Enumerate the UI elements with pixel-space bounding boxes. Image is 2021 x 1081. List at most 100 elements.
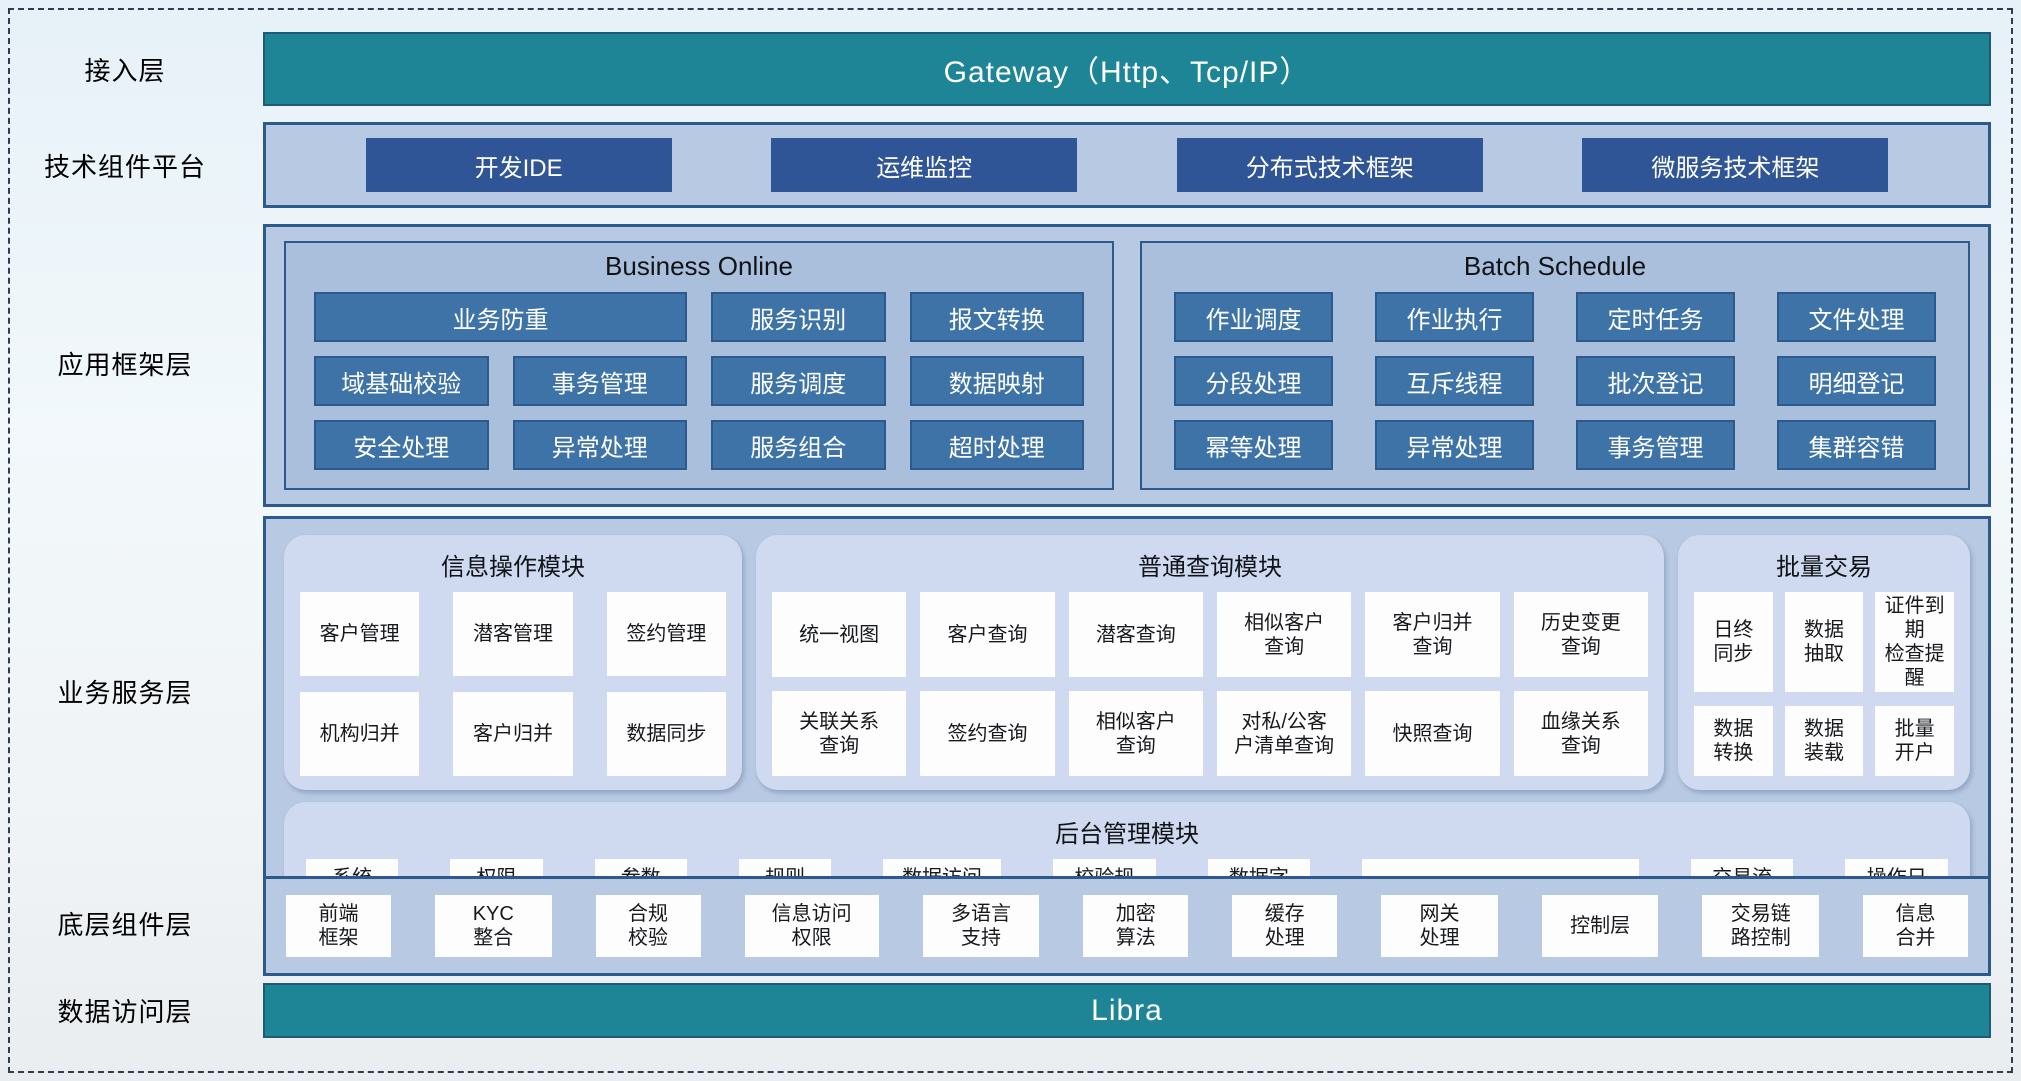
batch-transaction-item: 数据 装载 (1784, 706, 1864, 776)
business-online-item: 异常处理 (512, 420, 687, 470)
tech-platform-item: 微服务技术框架 (1582, 138, 1889, 192)
batch-transaction-item: 数据 抽取 (1784, 592, 1864, 692)
info-operation-item: 数据同步 (606, 692, 726, 776)
common-query-title: 普通查询模块 (1138, 554, 1282, 581)
gateway-bar: Gateway（Http、Tcp/IP） (263, 32, 1991, 106)
app-framework-label: 应用框架层 (57, 349, 193, 380)
business-service-top-panels: 信息操作模块 客户管理潜客管理签约管理机构归并客户归并数据同步 普通查询模块 统… (284, 535, 1970, 790)
admin-management-title: 后台管理模块 (1055, 821, 1199, 848)
base-component-label: 底层组件层 (57, 909, 193, 940)
common-query-item: 签约查询 (920, 691, 1055, 776)
batch-schedule-panel: Batch Schedule 作业调度作业执行定时任务文件处理分段处理互斥线程批… (1140, 241, 1970, 490)
batch-schedule-item: 互斥线程 (1375, 356, 1534, 406)
base-component-container: 前端 框架 KYC 整合合规 校验信息访问 权限多语言 支持加密 算法缓存 处理网… (263, 876, 1991, 976)
business-online-item: 数据映射 (909, 356, 1084, 406)
business-online-item: 域基础校验 (314, 356, 489, 406)
business-online-item: 服务调度 (711, 356, 886, 406)
tech-platform-row: 技术组件平台 开发IDE 运维监控 分布式技术框架 微服务技术框架 (0, 122, 2021, 208)
business-online-grid: 业务防重服务识别报文转换域基础校验事务管理服务调度数据映射安全处理异常处理服务组… (286, 292, 1112, 488)
data-access-row: 数据访问层 Libra (0, 983, 2021, 1038)
info-operation-item: 潜客管理 (453, 592, 573, 676)
common-query-item: 统一视图 (772, 592, 907, 677)
batch-transaction-module: 批量交易 日终 同步数据 抽取证件到期 检查提醒数据 转换数据 装载批量 开户 (1678, 535, 1970, 790)
architecture-diagram: 接入层 Gateway（Http、Tcp/IP） 技术组件平台 开发IDE 运维监… (0, 32, 2021, 1038)
common-query-item: 客户查询 (920, 592, 1055, 677)
base-component-item: KYC 整合 (434, 895, 552, 957)
spacer (0, 208, 2021, 224)
batch-transaction-item: 证件到期 检查提醒 (1875, 592, 1954, 692)
business-online-item: 安全处理 (314, 420, 489, 470)
business-online-panel: Business Online 业务防重服务识别报文转换域基础校验事务管理服务调… (284, 241, 1114, 490)
common-query-item: 血缘关系 查询 (1513, 691, 1648, 776)
info-operation-grid: 客户管理潜客管理签约管理机构归并客户归并数据同步 (300, 592, 726, 776)
common-query-item: 客户归并 查询 (1365, 592, 1500, 677)
common-query-item: 对私/公客 户清单查询 (1216, 691, 1352, 776)
common-query-item: 相似客户 查询 (1068, 691, 1203, 776)
batch-schedule-item: 批次登记 (1576, 356, 1735, 406)
business-service-container: 信息操作模块 客户管理潜客管理签约管理机构归并客户归并数据同步 普通查询模块 统… (263, 516, 1991, 929)
base-component-item: 信息 合并 (1863, 895, 1968, 957)
business-online-item: 超时处理 (909, 420, 1084, 470)
business-online-item: 服务组合 (711, 420, 886, 470)
business-service-row: 业务服务层 信息操作模块 客户管理潜客管理签约管理机构归并客户归并数据同步 普通… (0, 516, 2021, 929)
common-query-item: 快照查询 (1365, 691, 1500, 776)
info-operation-module: 信息操作模块 客户管理潜客管理签约管理机构归并客户归并数据同步 (284, 535, 742, 790)
tech-platform-item: 运维监控 (771, 138, 1078, 192)
tech-platform-container: 开发IDE 运维监控 分布式技术框架 微服务技术框架 (263, 122, 1991, 208)
batch-schedule-item: 事务管理 (1576, 420, 1735, 470)
batch-schedule-item: 定时任务 (1576, 292, 1735, 342)
batch-schedule-item: 文件处理 (1777, 292, 1936, 342)
info-operation-item: 客户归并 (453, 692, 573, 776)
batch-transaction-item: 日终 同步 (1694, 592, 1773, 692)
base-component-item: 信息访问 权限 (744, 895, 879, 957)
business-online-item: 业务防重 (314, 292, 687, 342)
access-layer-label: 接入层 (84, 55, 166, 86)
batch-schedule-item: 异常处理 (1375, 420, 1534, 470)
common-query-item: 关联关系 查询 (772, 691, 907, 776)
batch-transaction-item: 数据 转换 (1694, 706, 1773, 776)
app-framework-container: Business Online 业务防重服务识别报文转换域基础校验事务管理服务调… (263, 224, 1991, 507)
base-component-item: 缓存 处理 (1232, 895, 1338, 957)
business-online-item: 服务识别 (711, 292, 886, 342)
batch-schedule-item: 分段处理 (1174, 356, 1333, 406)
common-query-module: 普通查询模块 统一视图客户查询潜客查询相似客户 查询客户归并 查询历史变更 查询… (756, 535, 1664, 790)
batch-transaction-title: 批量交易 (1776, 554, 1872, 581)
batch-schedule-title: Batch Schedule (1463, 251, 1647, 281)
batch-schedule-grid: 作业调度作业执行定时任务文件处理分段处理互斥线程批次登记明细登记幂等处理异常处理… (1142, 292, 1968, 488)
business-service-label: 业务服务层 (57, 677, 193, 708)
common-query-item: 历史变更 查询 (1513, 592, 1648, 677)
info-operation-item: 签约管理 (606, 592, 726, 676)
base-component-row: 底层组件层 前端 框架 KYC 整合合规 校验信息访问 权限多语言 支持加密 算法… (0, 876, 2021, 976)
base-component-item: 网关 处理 (1381, 895, 1498, 957)
libra-bar: Libra (263, 983, 1991, 1038)
business-online-title: Business Online (605, 251, 793, 281)
info-operation-item: 机构归并 (300, 692, 420, 776)
base-component-item: 交易链 路控制 (1702, 895, 1820, 957)
batch-transaction-grid: 日终 同步数据 抽取证件到期 检查提醒数据 转换数据 装载批量 开户 (1694, 592, 1954, 776)
batch-transaction-item: 批量 开户 (1875, 706, 1954, 776)
batch-schedule-item: 集群容错 (1777, 420, 1936, 470)
access-layer-row: 接入层 Gateway（Http、Tcp/IP） (0, 32, 2021, 106)
info-operation-item: 客户管理 (300, 592, 420, 676)
data-access-label: 数据访问层 (57, 997, 193, 1027)
base-component-item: 合规 校验 (595, 895, 701, 957)
base-component-item: 多语言 支持 (922, 895, 1040, 957)
batch-schedule-item: 作业调度 (1174, 292, 1333, 342)
tech-platform-label: 技术组件平台 (43, 151, 206, 182)
business-online-item: 事务管理 (512, 356, 687, 406)
tech-platform-item: 开发IDE (365, 138, 672, 192)
base-component-item: 加密 算法 (1083, 895, 1189, 957)
base-component-item: 控制层 (1541, 895, 1659, 957)
spacer (0, 106, 2021, 122)
common-query-grid: 统一视图客户查询潜客查询相似客户 查询客户归并 查询历史变更 查询关联关系 查询… (772, 592, 1648, 776)
batch-schedule-item: 幂等处理 (1174, 420, 1333, 470)
app-framework-row: 应用框架层 Business Online 业务防重服务识别报文转换域基础校验事… (0, 224, 2021, 507)
common-query-item: 潜客查询 (1068, 592, 1203, 677)
business-online-item: 报文转换 (909, 292, 1084, 342)
base-component-item: 前端 框架 (286, 895, 391, 957)
tech-platform-item: 分布式技术框架 (1176, 138, 1483, 192)
base-component-grid: 前端 框架 KYC 整合合规 校验信息访问 权限多语言 支持加密 算法缓存 处理网… (286, 895, 1968, 957)
batch-schedule-item: 作业执行 (1375, 292, 1534, 342)
batch-schedule-item: 明细登记 (1777, 356, 1936, 406)
common-query-item: 相似客户 查询 (1216, 592, 1352, 677)
